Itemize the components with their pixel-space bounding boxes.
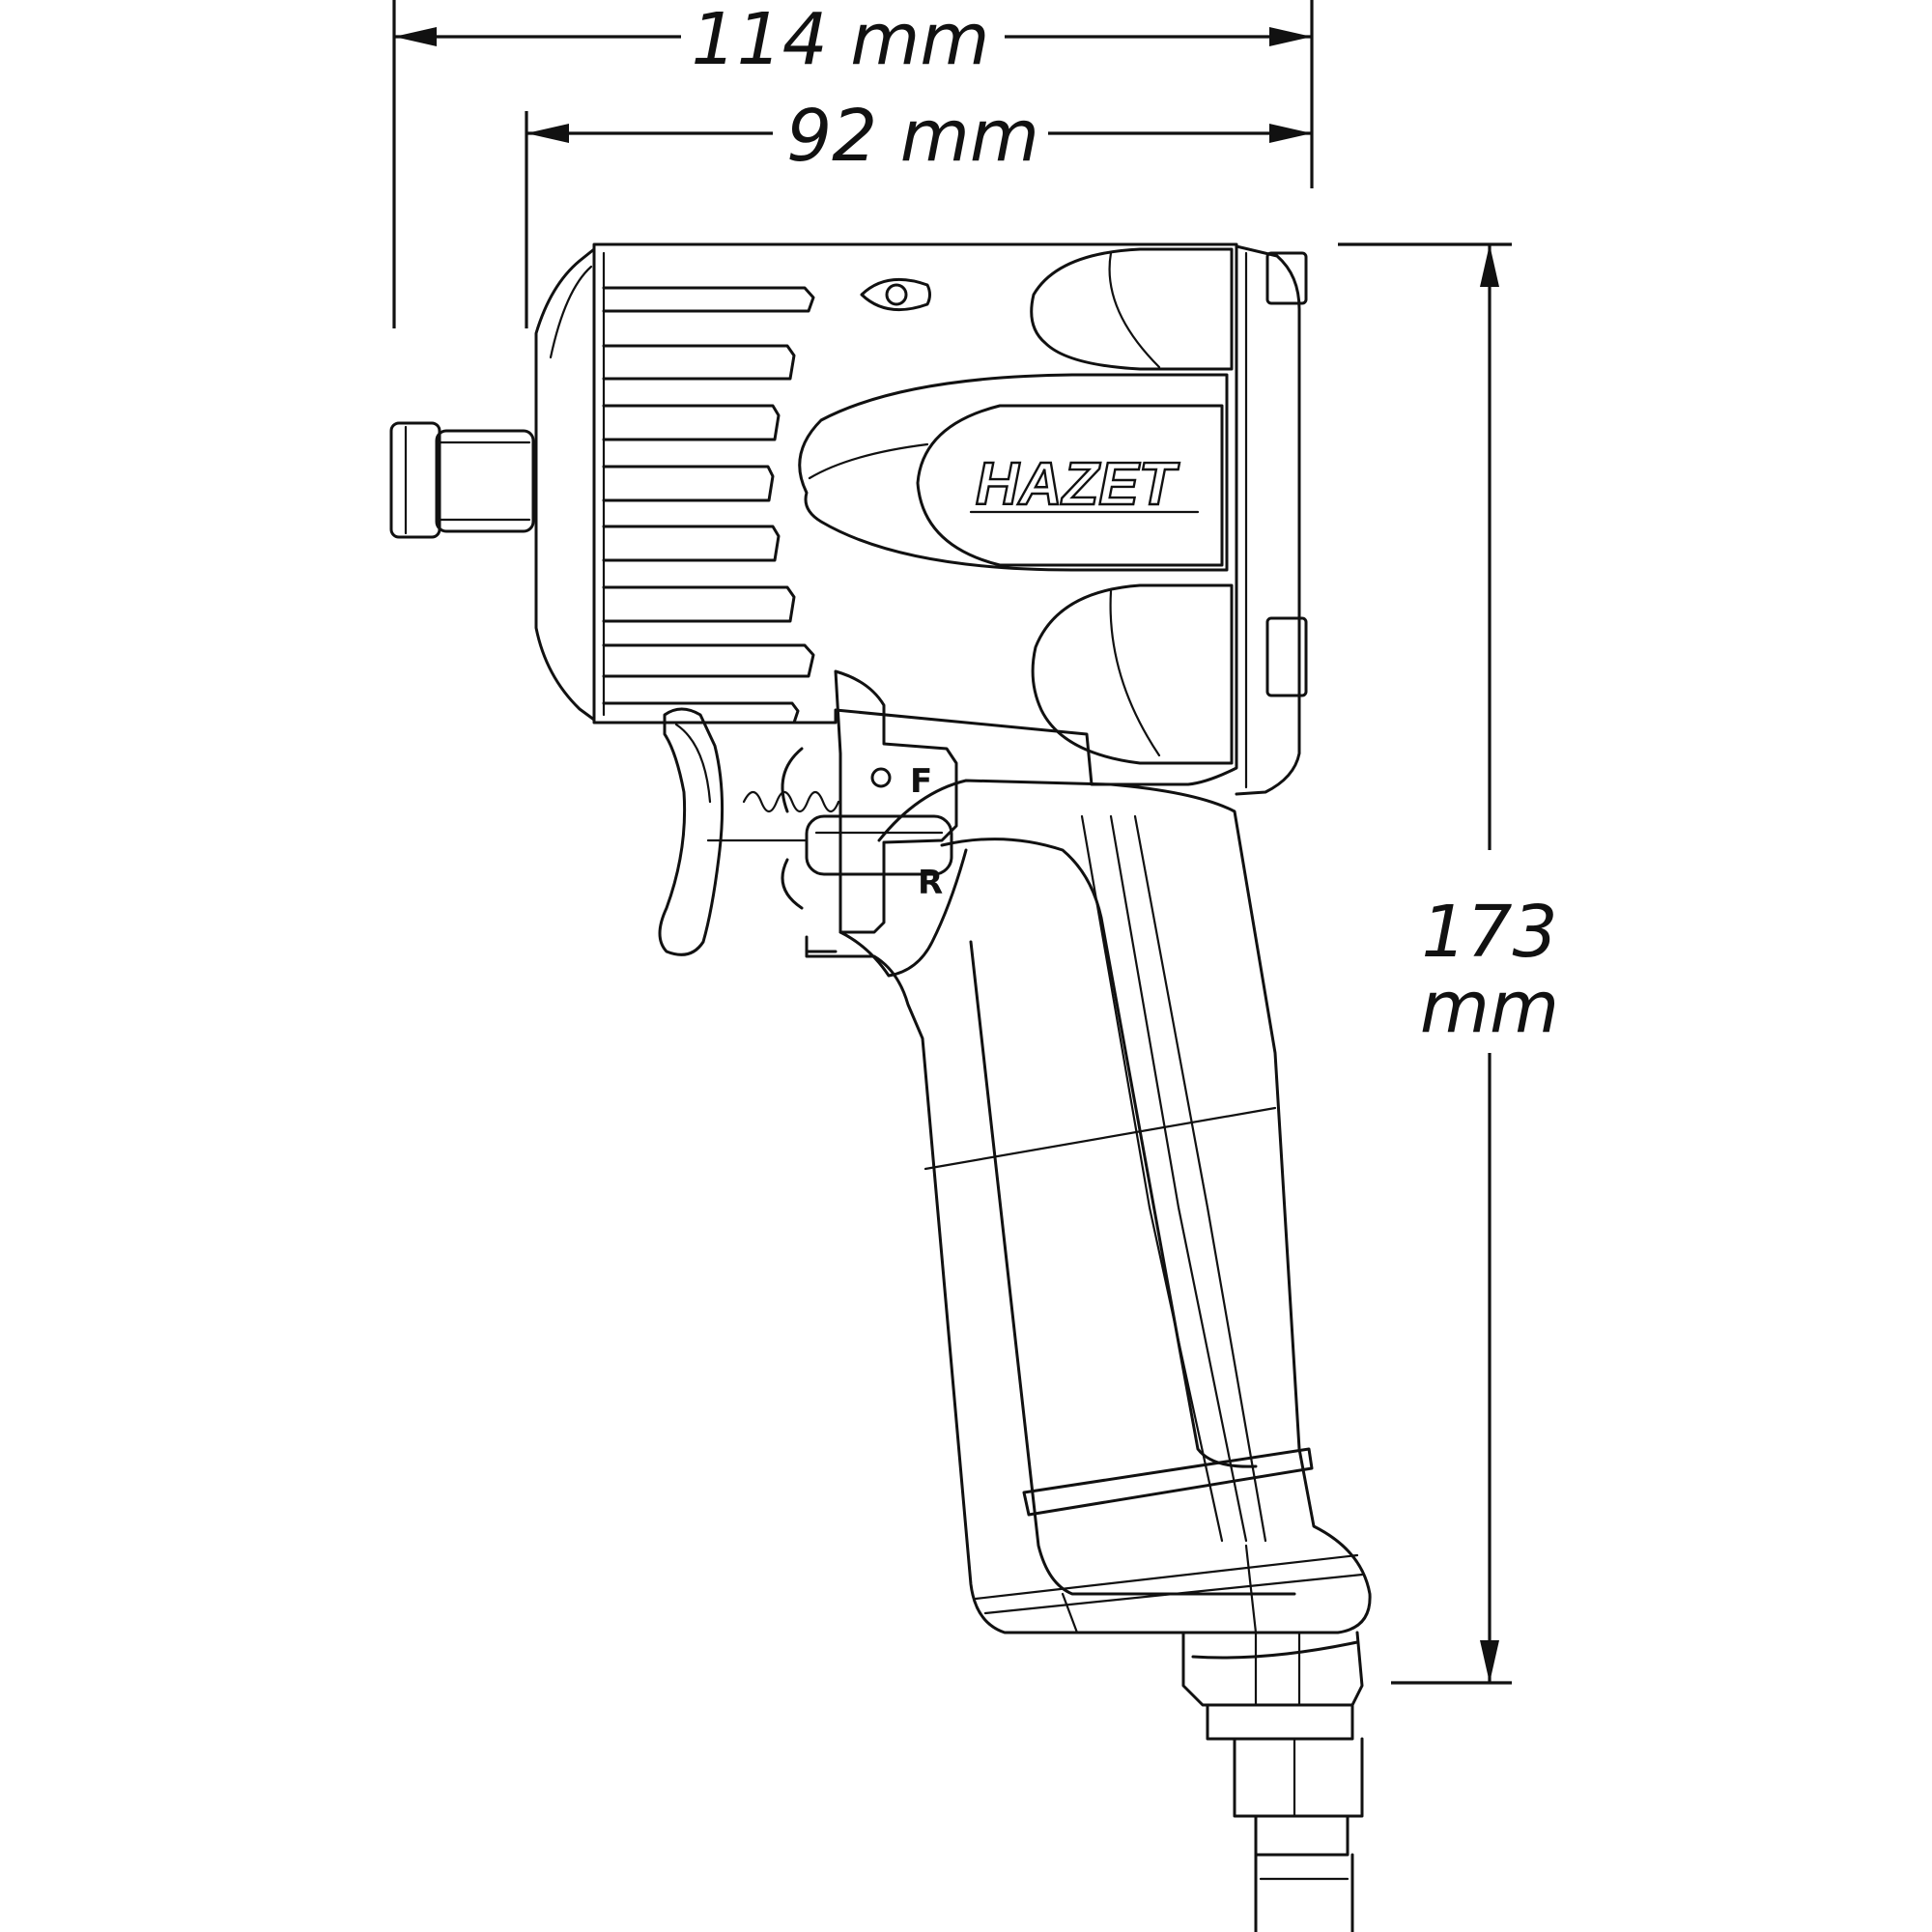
inlet-plug xyxy=(1254,1853,1354,1932)
inlet-nut-chamfer xyxy=(1191,1640,1359,1660)
anvil-tip xyxy=(389,421,441,539)
valve-screw-icon xyxy=(870,767,892,788)
grip-channel-1 xyxy=(1080,814,1224,1543)
height-dimension: 173 mm xyxy=(1338,242,1559,1685)
rear-cap xyxy=(1235,244,1301,796)
grip-panel-line-upper xyxy=(923,1106,1277,1171)
grip-base-seam-right xyxy=(1244,1544,1258,1634)
rib-3 xyxy=(602,404,781,441)
upper-rubber-pad xyxy=(1030,247,1234,371)
valve-bracket xyxy=(805,935,838,953)
rib-7 xyxy=(602,643,815,678)
grip-panel-front xyxy=(969,940,1296,1596)
front-housing xyxy=(534,247,596,722)
emblem-icon-center xyxy=(885,283,908,306)
emblem-icon xyxy=(860,277,931,312)
inlet-hex xyxy=(1233,1737,1364,1818)
rear-cap-tab-top xyxy=(1265,251,1308,305)
inlet-nut xyxy=(1181,1631,1364,1707)
square-drive xyxy=(389,421,535,539)
body-width-arrow-right xyxy=(1269,124,1312,143)
height-value-label: 173 xyxy=(1421,891,1557,974)
anvil-shaft xyxy=(435,429,535,533)
trigger[interactable] xyxy=(658,707,724,956)
valve-detail-lower xyxy=(781,858,804,910)
grip-outline xyxy=(805,779,1372,1634)
inlet-neck xyxy=(1254,1814,1350,1857)
rear-cap-tab-bottom xyxy=(1265,616,1308,697)
rib-4 xyxy=(602,465,775,502)
motor-housing: HAZET xyxy=(592,242,1308,796)
grip-panel-inner xyxy=(940,838,1258,1468)
overall-width-dimension: 114 mm xyxy=(392,0,1314,328)
valve-housing xyxy=(834,669,958,934)
inlet-collar xyxy=(1206,1703,1354,1741)
body-width-label: 92 mm xyxy=(786,95,1039,178)
trigger-spring xyxy=(742,790,840,813)
rib-6 xyxy=(602,585,796,623)
valve-detail-upper xyxy=(781,747,804,813)
nose-cone xyxy=(534,247,596,722)
housing-ribs xyxy=(602,286,815,724)
height-arrow-top xyxy=(1480,244,1499,287)
height-unit-label: mm xyxy=(1420,966,1559,1049)
rib-1 xyxy=(602,286,815,313)
housing-outline xyxy=(592,242,1238,786)
reverse-switch[interactable] xyxy=(805,814,953,876)
logo-plate-inner xyxy=(916,404,1224,567)
logo-plate: HAZET xyxy=(798,373,1229,572)
overall-width-arrow-right xyxy=(1269,27,1312,46)
rib-5 xyxy=(602,525,781,562)
grip-base-seam-left xyxy=(1061,1592,1079,1634)
grip-band xyxy=(1022,1447,1314,1517)
rib-2 xyxy=(602,344,796,381)
logo-plate-crease xyxy=(808,442,929,480)
grip-base-line-1 xyxy=(974,1553,1359,1601)
logo-plate-outer xyxy=(798,373,1229,572)
grip-throat xyxy=(838,848,968,978)
grip-channel-2 xyxy=(1109,814,1248,1543)
reverse-mark: R xyxy=(918,864,943,902)
emblem-icon-outline xyxy=(860,277,931,312)
body-width-arrow-left xyxy=(526,124,569,143)
nose-cone-inner-edge xyxy=(549,265,593,359)
lower-rubber-pad xyxy=(1031,583,1234,765)
overall-width-arrow-left xyxy=(394,27,437,46)
trigger-inner-edge xyxy=(674,723,712,804)
pistol-grip xyxy=(805,779,1372,1634)
forward-mark: F xyxy=(910,762,932,801)
grip-base-line-2 xyxy=(983,1573,1364,1615)
rib-8 xyxy=(602,701,800,724)
trigger-assembly: F R xyxy=(658,669,958,956)
lower-pad-ridge xyxy=(1109,589,1161,757)
overall-width-label: 114 mm xyxy=(692,0,990,81)
height-arrow-bottom xyxy=(1480,1640,1499,1683)
air-inlet-fitting xyxy=(1181,1631,1364,1932)
grip-channel-3 xyxy=(1133,814,1267,1543)
body-width-dimension: 92 mm xyxy=(525,95,1312,328)
brand-logo: HAZET xyxy=(976,451,1180,518)
upper-pad-ridge xyxy=(1108,251,1161,369)
